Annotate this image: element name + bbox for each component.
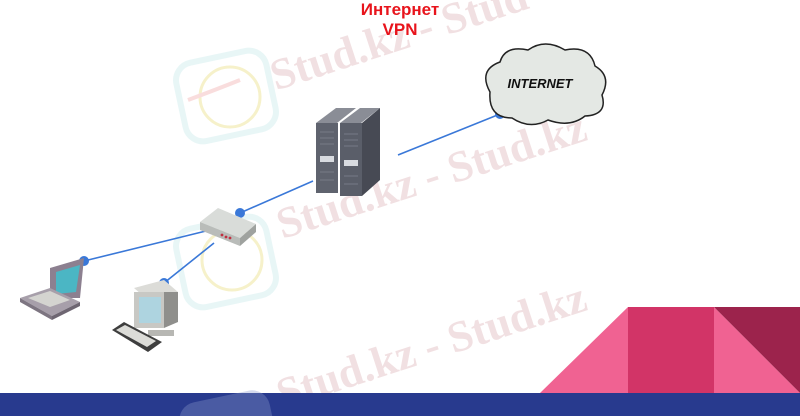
footer-band xyxy=(0,393,800,416)
diagram-title-line1: Интернет xyxy=(360,0,440,19)
diagram-title-line2: VPN xyxy=(382,20,418,39)
internet-label: INTERNET xyxy=(507,76,573,91)
